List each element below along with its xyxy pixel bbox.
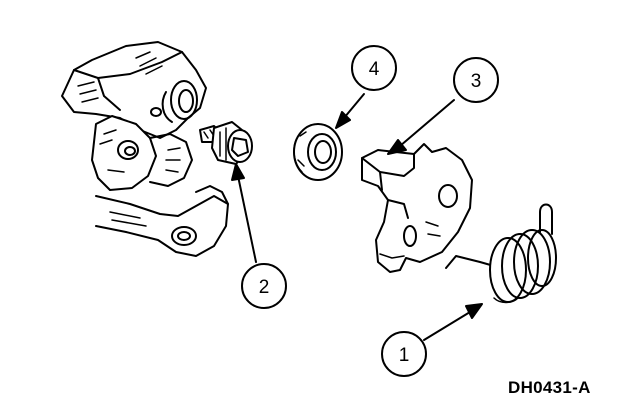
bracket-part [361,143,473,273]
bushing-part [293,123,343,181]
leader-lines [231,93,483,341]
callout-2: 2 [241,263,287,309]
spring-part [445,203,557,304]
callout-3: 3 [453,57,499,103]
callout-4: 4 [351,45,397,91]
callout-label-2: 2 [259,277,270,298]
figure-id-label: DH0431-A [508,378,591,397]
callout-label-4: 4 [369,59,380,80]
callout-1: 1 [381,331,427,377]
bolt-part [199,121,253,165]
callout-label-3: 3 [471,71,482,92]
housing-assembly [61,41,229,257]
callout-label-1: 1 [399,345,410,366]
